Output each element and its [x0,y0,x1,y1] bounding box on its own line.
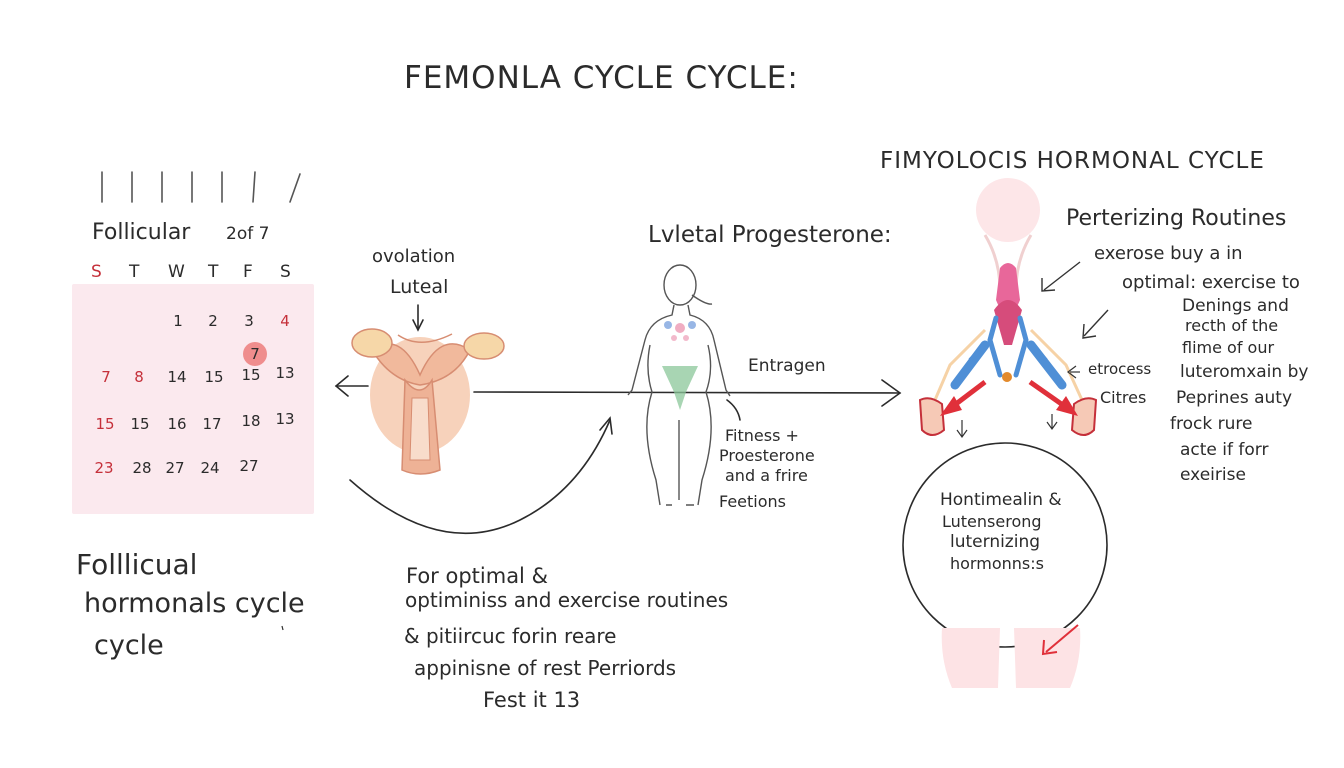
center-note-line: appinisne of rest Perriords [414,656,677,680]
highlighted-day-marker [243,342,267,366]
right-note-line: luteromxain by [1180,362,1309,382]
calendar-day: 28 [132,459,152,477]
calendar-day: 15 [95,415,115,433]
calendar-day: 4 [280,312,290,330]
calendar-day-highlighted: 7 [250,345,260,363]
calendar-grid [72,284,314,514]
hormone-circle [281,442,1108,688]
body-illustration [627,264,731,506]
main-title: FEMONLA CYCLE CYCLE: [404,60,799,96]
calendar-day: 17 [202,415,222,433]
right-note-line: frock rure [1170,414,1253,434]
center-note-line: Fest it 13 [483,688,581,712]
estrogen-label: Entragen [748,356,826,376]
uterus-illustration [351,328,505,475]
fitness-label: and a frire [725,466,808,485]
calendar-header: Follicular [92,220,191,245]
luteal-progesterone-label: Lvletal Progesterone: [648,222,892,248]
calendar-day: 23 [94,459,114,477]
right-note-line: flime of our [1182,338,1275,357]
body-organs [662,321,698,410]
circle-text-line: Lutenserong [942,512,1042,531]
follicular-caption: Folllicual [76,548,198,581]
calendar-day: 14 [167,368,187,386]
right-heading: Perterizing Routines [1066,206,1287,231]
right-note-line: acte if forr [1180,440,1269,460]
center-note-line: For optimal & [406,564,548,588]
weekday-label: T [208,262,219,282]
calendar-day: 27 [165,459,185,477]
circle-text-line: luternizing [950,532,1041,552]
calendar-day: 27 [239,457,259,475]
luteal-label: Luteal [390,276,449,298]
calendar-day: 24 [200,459,220,477]
calendar-day: 1 [173,312,183,330]
weekday-label: T [129,262,140,282]
calendar-tick-marks [101,171,301,203]
calendar-day: 3 [244,312,254,330]
weekday-label: W [168,262,185,282]
fitness-label: Proesterone [719,446,815,465]
etrocess-label: etrocess [1088,360,1152,378]
fitness-label: Fitness + [725,426,799,445]
fitness-label: Feetions [719,492,786,511]
calendar-day: 15 [241,366,261,384]
weekday-label: S [91,262,102,282]
calendar-month: 2of 7 [226,224,270,244]
calendar-day: 18 [241,412,261,430]
right-title: FIMYOLOCIS HORMONAL CYCLE [880,148,1265,174]
right-note-line: exeirise [1180,465,1246,485]
calendar-day: 13 [275,364,295,382]
connector-arrows [334,304,902,535]
circle-text-line: hormonns:s [950,554,1044,573]
right-note-line: exerose buy a in [1094,243,1243,264]
calendar-day: 2 [208,312,218,330]
calendar-day: 8 [134,368,144,386]
weekday-label: S [280,262,291,282]
citres-label: Citres [1100,388,1147,407]
follicular-caption: cycle [94,630,164,661]
calendar-day: 13 [275,410,295,428]
follicular-caption: hormonals cycle [84,588,305,619]
right-note-line: Peprines auty [1176,388,1293,408]
right-note-line: recth of the [1185,316,1279,335]
calendar-day: 16 [167,415,187,433]
pelvis-illustration [918,178,1109,439]
calendar-day: 7 [101,368,111,386]
right-note-line: Denings and [1182,296,1289,316]
calendar-day: 15 [204,368,224,386]
center-note-line: optiminiss and exercise routines [405,588,729,612]
right-note-line: optimal: exercise to [1122,272,1300,293]
circle-text-line: Hontimealin & [940,490,1062,510]
weekday-label: F [243,262,253,282]
center-note-line: & pitiircuc forin reare [404,624,617,648]
calendar-day: 15 [130,415,150,433]
ovulation-label: ovolation [372,246,456,267]
